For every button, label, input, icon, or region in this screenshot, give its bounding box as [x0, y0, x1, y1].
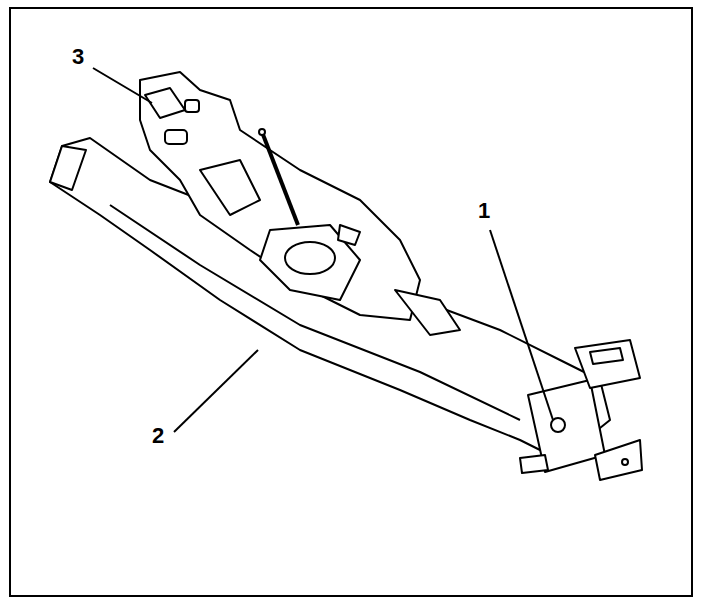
stud-tip [259, 129, 265, 135]
foot-hole [622, 459, 628, 465]
callout-number: 3 [72, 46, 84, 68]
mount-slot [165, 130, 187, 144]
mount-stud [262, 132, 298, 225]
mount-pad [200, 160, 260, 215]
callout-number: 1 [478, 200, 490, 222]
beam-tube-end [50, 146, 86, 190]
mount-flange [395, 290, 460, 335]
mount-isolator [260, 225, 360, 300]
beam-clip [520, 455, 548, 473]
leader-line [490, 230, 553, 420]
leader-line [93, 68, 152, 103]
end-foot [595, 440, 642, 480]
frame-border [10, 8, 692, 596]
isolator-boss [285, 242, 335, 274]
transmission-mount-bracket [140, 72, 420, 320]
callout-number: 2 [152, 425, 164, 447]
mount-clip [338, 225, 360, 245]
leader-line [174, 350, 258, 432]
mount-slot [185, 100, 199, 112]
end-bracket [575, 340, 640, 388]
bracket-slot [590, 348, 623, 364]
beam-crease [110, 205, 520, 420]
plate-hole [551, 418, 565, 432]
